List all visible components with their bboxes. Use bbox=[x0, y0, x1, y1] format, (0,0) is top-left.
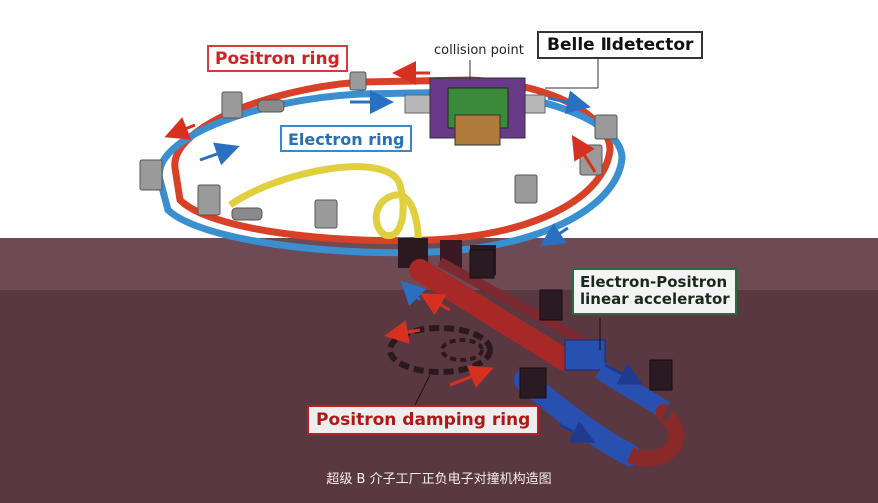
arrow-icon bbox=[449, 365, 494, 388]
arrow-icon bbox=[164, 117, 196, 140]
arrow-icon bbox=[604, 363, 644, 385]
label-linear-accelerator: Electron-Positron linear accelerator bbox=[572, 268, 737, 315]
electron-ring-beam bbox=[155, 88, 626, 257]
positron-ring-beam bbox=[171, 76, 614, 245]
transfer-line bbox=[227, 163, 422, 256]
label-collision-point: collision point bbox=[434, 43, 524, 58]
arrow-icon bbox=[559, 421, 596, 443]
arrow-icon bbox=[400, 280, 427, 307]
damping-ring bbox=[387, 325, 493, 375]
linac-electron-tube bbox=[437, 257, 603, 355]
label-belle-detector: Belle Ⅱdetector bbox=[537, 31, 704, 59]
magnet-icon bbox=[139, 71, 618, 229]
arrow-icon bbox=[419, 293, 451, 316]
arrow-icon bbox=[199, 142, 240, 166]
arrow-icon bbox=[539, 223, 569, 247]
label-positron-ring: Positron ring bbox=[207, 45, 348, 72]
arrow-icon bbox=[547, 90, 591, 114]
linac-positron-tube bbox=[409, 259, 576, 371]
arrow-icon bbox=[571, 134, 597, 173]
linac-return-loop bbox=[626, 403, 685, 467]
figure-caption: 超级 B 介子工厂正负电子对撞机构造图 bbox=[326, 472, 552, 487]
detector-icon bbox=[404, 58, 599, 146]
arrow-icon bbox=[384, 320, 421, 344]
label-damping-ring: Positron damping ring bbox=[307, 405, 540, 435]
label-linac-line2: linear accelerator bbox=[580, 290, 730, 309]
label-linac-line1: Electron-Positron bbox=[580, 273, 728, 291]
label-electron-ring: Electron ring bbox=[280, 125, 413, 152]
magnet-icon bbox=[469, 249, 673, 399]
